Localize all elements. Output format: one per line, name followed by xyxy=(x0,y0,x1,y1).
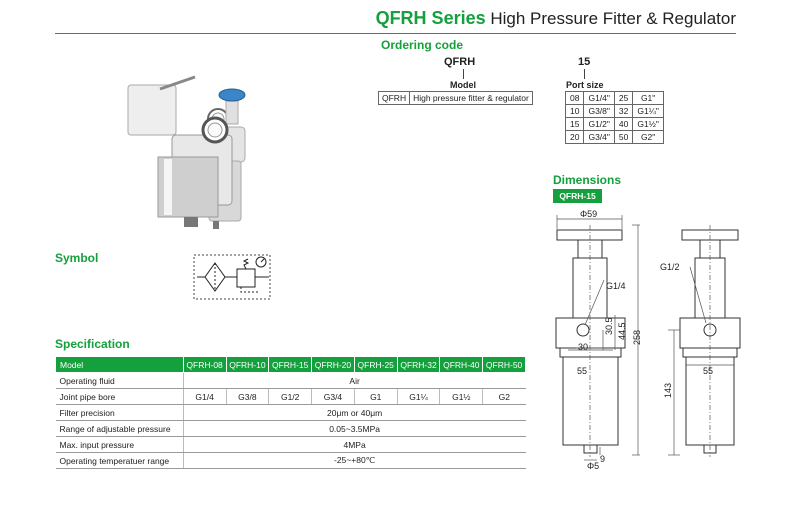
model-label: Model xyxy=(450,80,476,90)
cell-value: G1½ xyxy=(439,388,483,405)
col-header: QFRH-40 xyxy=(439,356,484,373)
col-header: QFRH-15 xyxy=(268,356,313,373)
dim-143: 143 xyxy=(663,382,673,398)
dim-44-5: 44.5 xyxy=(617,322,627,340)
port-code: 32 xyxy=(613,104,634,118)
col-header: QFRH-32 xyxy=(396,356,441,373)
port-size: G1¼" xyxy=(632,104,664,118)
model-badge: QFRH-15 xyxy=(553,189,602,203)
port-code: 15 xyxy=(564,117,585,131)
dim-258: 258 xyxy=(632,329,642,345)
cell-value: Air xyxy=(182,372,526,389)
port-size-table: 08 G1/4" 25 G1" 10 G3/8" 32 G1¼" 15 G1/2… xyxy=(564,91,664,144)
port-size: G1" xyxy=(632,91,664,105)
port-size: G1/2" xyxy=(583,117,615,131)
cell-value: G1 xyxy=(353,388,398,405)
model-code-cell: QFRH xyxy=(377,91,411,105)
port-code: 40 xyxy=(613,117,634,131)
title-divider xyxy=(55,33,736,34)
pneumatic-symbol xyxy=(193,254,271,300)
cell-value: 4MPa xyxy=(182,436,526,453)
series-name: QFRH Series xyxy=(375,8,486,28)
dim-9: 9 xyxy=(600,454,606,464)
table-row: QFRH High pressure fitter & regulator xyxy=(377,91,533,105)
port-connector xyxy=(584,69,585,79)
ordering-code-heading: Ordering code xyxy=(381,38,464,52)
table-row: Operating fluid Air xyxy=(55,372,526,389)
port-size: G1/4" xyxy=(583,91,615,105)
col-header: QFRH-25 xyxy=(353,356,398,373)
table-row: 20 G3/4" 50 G2" xyxy=(564,130,664,144)
row-label: Range of adjustable pressure xyxy=(55,420,184,437)
row-label: Filter precision xyxy=(55,404,184,421)
specification-table: Model QFRH-08 QFRH-10 QFRH-15 QFRH-20 QF… xyxy=(55,356,526,469)
dim-55-front: 55 xyxy=(577,366,588,376)
col-header: Model xyxy=(55,356,184,373)
dimensions-heading: Dimensions xyxy=(553,173,622,187)
symbol-heading: Symbol xyxy=(55,251,99,265)
dim-g12: G1/2 xyxy=(660,262,680,272)
dim-30-5: 30.5 xyxy=(604,317,614,335)
cell-value: 0.05~3.5MPa xyxy=(182,420,526,437)
port-size: G3/8" xyxy=(583,104,615,118)
port-size: G1½" xyxy=(632,117,664,131)
table-row: Range of adjustable pressure 0.05~3.5MPa xyxy=(55,420,526,437)
dimension-drawing xyxy=(555,215,741,461)
product-photo xyxy=(127,75,246,229)
port-code: 20 xyxy=(564,130,585,144)
col-header: QFRH-10 xyxy=(225,356,270,373)
specification-heading: Specification xyxy=(55,337,130,351)
dim-55-side: 55 xyxy=(703,366,714,376)
table-row: Operating temperatuer range -25~+80℃ xyxy=(55,452,526,469)
cell-value: -25~+80℃ xyxy=(182,452,526,469)
port-size-label: Port size xyxy=(566,80,604,90)
port-code: 25 xyxy=(613,91,634,105)
model-desc-cell: High pressure fitter & regulator xyxy=(409,91,533,105)
cell-value: G1/2 xyxy=(268,388,312,405)
dim-phi59: Φ59 xyxy=(580,209,598,219)
cell-value: G1¼ xyxy=(396,388,440,405)
col-header: QFRH-50 xyxy=(482,356,526,373)
table-row: Joint pipe bore G1/4 G3/8 G1/2 G3/4 G1 G… xyxy=(55,388,526,405)
page-title: QFRH Series High Pressure Fitter & Regul… xyxy=(376,8,736,29)
cell-value: G1/4 xyxy=(182,388,226,405)
row-label: Operating temperatuer range xyxy=(55,452,184,469)
model-connector xyxy=(463,69,464,79)
port-code: 10 xyxy=(564,104,585,118)
row-label: Max. input pressure xyxy=(55,436,184,453)
ordering-code-model: QFRH xyxy=(444,56,476,68)
row-label: Operating fluid xyxy=(55,372,184,389)
cell-value: 20μm or 40μm xyxy=(182,404,526,421)
table-header-row: Model QFRH-08 QFRH-10 QFRH-15 QFRH-20 QF… xyxy=(55,356,526,373)
table-row: Max. input pressure 4MPa xyxy=(55,436,526,453)
col-header: QFRH-20 xyxy=(311,356,355,373)
table-row: Filter precision 20μm or 40μm xyxy=(55,404,526,421)
table-row: 08 G1/4" 25 G1" xyxy=(564,91,664,105)
table-row: 10 G3/8" 32 G1¼" xyxy=(564,104,664,118)
port-code: 08 xyxy=(564,91,585,105)
dim-g14: G1/4 xyxy=(606,281,626,291)
cell-value: G3/4 xyxy=(311,388,355,405)
port-size: G2" xyxy=(632,130,664,144)
ordering-code-port: 15 xyxy=(578,56,591,68)
col-header: QFRH-08 xyxy=(182,356,227,373)
cell-value: G3/8 xyxy=(225,388,269,405)
port-size: G3/4" xyxy=(583,130,615,144)
port-code: 50 xyxy=(613,130,634,144)
series-subtitle: High Pressure Fitter & Regulator xyxy=(485,9,736,28)
dim-phi5: Φ5 xyxy=(587,461,600,471)
row-label: Joint pipe bore xyxy=(55,388,184,405)
dim-30: 30 xyxy=(578,342,589,352)
table-row: 15 G1/2" 40 G1½" xyxy=(564,117,664,131)
model-table: QFRH High pressure fitter & regulator xyxy=(377,91,533,105)
cell-value: G2 xyxy=(482,388,526,405)
